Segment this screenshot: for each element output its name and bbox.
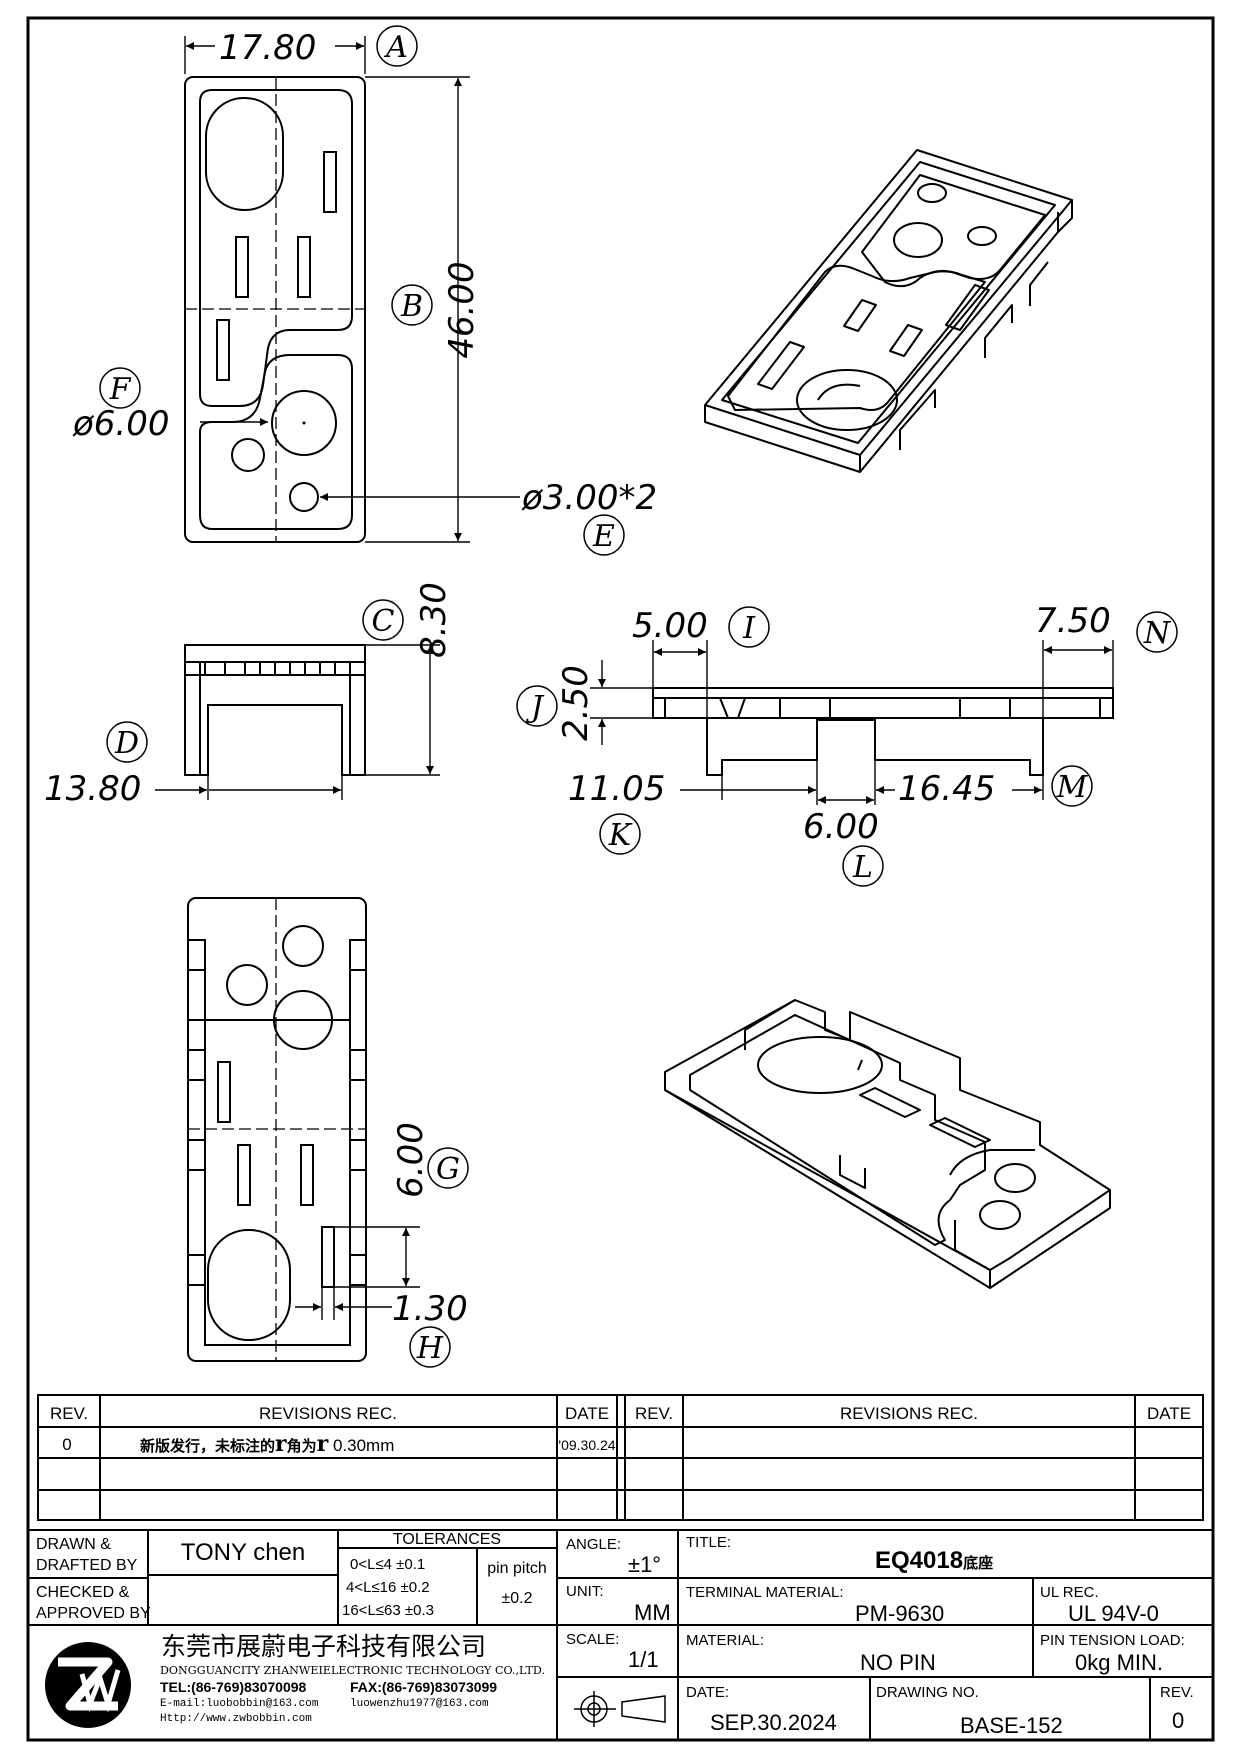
dim-g-text: 6.00 xyxy=(391,1122,431,1198)
top-view-dimensions xyxy=(184,36,520,543)
tol-row-2: 4<L≤16 ±0.2 xyxy=(346,1579,430,1596)
bottom-view xyxy=(187,897,367,1362)
date-label: DATE: xyxy=(686,1684,729,1701)
rev-header-left: REV. xyxy=(50,1404,88,1423)
balloons-top xyxy=(99,25,625,556)
sheet-border xyxy=(26,16,1215,1742)
rev-header-right: REV. xyxy=(635,1404,673,1423)
rec-header-left: REVISIONS REC. xyxy=(259,1404,397,1423)
company-email-2: luowenzhu1977@163.com xyxy=(350,1698,489,1710)
date-header-left: DATE xyxy=(565,1404,609,1423)
title-value: EQ4018底座 xyxy=(875,1547,993,1574)
revisions-table xyxy=(37,1394,1204,1521)
bottom-view-centerlines xyxy=(188,898,366,1361)
material-label: MATERIAL: xyxy=(686,1632,764,1649)
front-view xyxy=(184,644,366,776)
balloon-k: K xyxy=(608,818,633,853)
rev-row-0-date: '09.30.24 xyxy=(558,1437,615,1453)
drawing-no-label: DRAWING NO. xyxy=(876,1684,979,1701)
top-view-centerlines xyxy=(185,77,365,542)
top-view xyxy=(184,76,366,543)
pin-pitch-label: pin pitch xyxy=(487,1560,547,1577)
rec-header-right: REVISIONS REC. xyxy=(840,1404,978,1423)
angle-value: ±1° xyxy=(628,1552,661,1577)
scale-value: 1/1 xyxy=(628,1647,659,1672)
iso-view-top xyxy=(704,149,1073,473)
unit-label: UNIT: xyxy=(566,1583,604,1600)
dim-e-text: ø3.00*2 xyxy=(521,478,657,518)
dim-c-text: 8.30 xyxy=(414,582,454,658)
dim-a-text: 17.80 xyxy=(219,28,316,68)
balloon-h: H xyxy=(416,1331,444,1366)
company-tel: TEL:(86-769)83070098 xyxy=(160,1679,307,1695)
scale-label: SCALE: xyxy=(566,1631,619,1648)
unit-value: MM xyxy=(634,1600,671,1625)
date-value: SEP.30.2024 xyxy=(710,1710,837,1735)
pin-pitch-value: ±0.2 xyxy=(501,1590,532,1607)
dim-k-text: 11.05 xyxy=(568,769,665,809)
side-view-dimensions xyxy=(590,640,1114,805)
drawn-value: TONY chen xyxy=(181,1539,306,1566)
company-fax: FAX:(86-769)83073099 xyxy=(350,1679,497,1695)
dim-d-text: 13.80 xyxy=(44,769,141,809)
balloon-m: M xyxy=(1056,770,1089,805)
checked-label-1: CHECKED & xyxy=(36,1584,130,1601)
drawn-label-2: DRAFTED BY xyxy=(36,1557,138,1574)
balloon-e: E xyxy=(592,519,615,554)
rev-label: REV. xyxy=(1160,1684,1194,1701)
ul-value: UL 94V-0 xyxy=(1068,1601,1159,1626)
balloon-a: A xyxy=(383,30,408,65)
balloon-f: F xyxy=(109,372,132,407)
angle-label: ANGLE: xyxy=(566,1536,621,1553)
balloons-front xyxy=(106,599,404,763)
dim-b-text: 46.00 xyxy=(442,261,482,358)
balloon-c: C xyxy=(372,604,395,639)
dim-m-text: 16.45 xyxy=(898,769,995,809)
balloon-l: L xyxy=(852,850,873,885)
terminal-material-value: PM-9630 xyxy=(855,1601,944,1626)
company-logo-icon xyxy=(45,1642,131,1728)
pin-tension-label: PIN TENSION LOAD: xyxy=(1040,1632,1185,1649)
material-value: NO PIN xyxy=(860,1650,936,1675)
terminal-material-label: TERMINAL MATERIAL: xyxy=(686,1584,844,1601)
balloon-g: G xyxy=(436,1152,460,1187)
rev-row-0-rev: 0 xyxy=(62,1435,71,1454)
dim-f-text: ø6.00 xyxy=(72,404,170,444)
dim-l-text: 6.00 xyxy=(803,807,879,847)
date-header-right: DATE xyxy=(1147,1404,1191,1423)
balloons-bottom xyxy=(409,1147,469,1368)
tol-row-1: 0<L≤4 ±0.1 xyxy=(350,1556,425,1573)
projection-symbol-icon xyxy=(574,1691,666,1727)
dim-n-text: 7.50 xyxy=(1035,601,1111,641)
balloon-d: D xyxy=(114,726,139,761)
dim-h-text: 1.30 xyxy=(392,1289,468,1329)
checked-label-2: APPROVED BY xyxy=(36,1605,151,1622)
balloon-b: B xyxy=(400,289,423,324)
bottom-view-dimensions xyxy=(295,1226,420,1320)
title-label: TITLE: xyxy=(686,1534,731,1551)
company-name-cn: 东莞市展蔚电子科技有限公司 xyxy=(161,1632,486,1661)
company-web: Http://www.zwbobbin.com xyxy=(160,1713,312,1725)
drawing-no-value: BASE-152 xyxy=(960,1713,1063,1738)
balloons-side xyxy=(516,606,1178,887)
company-email: E-mail:luobobbin@163.com xyxy=(160,1698,319,1710)
dim-j-text: 2.50 xyxy=(556,665,596,741)
balloon-j: J xyxy=(525,690,545,725)
balloon-n: N xyxy=(1143,616,1172,651)
pin-tension-value: 0kg MIN. xyxy=(1075,1650,1163,1675)
tol-row-3: 16<L≤63 ±0.3 xyxy=(342,1602,434,1619)
ul-label: UL REC. xyxy=(1040,1584,1099,1601)
dim-i-text: 5.00 xyxy=(632,606,708,646)
rev-value: 0 xyxy=(1172,1708,1184,1733)
drawn-label-1: DRAWN & xyxy=(36,1536,111,1553)
title-block xyxy=(27,1529,1214,1741)
rev-row-0-rec: 新版发行，未标注的r角为r 0.30mm xyxy=(140,1431,394,1457)
balloon-i: I xyxy=(742,611,756,646)
front-view-dimensions xyxy=(155,644,440,800)
tolerances-label: TOLERANCES xyxy=(393,1531,501,1548)
company-name-en: DONGGUANCITY ZHANWEIELECTRONIC TECHNOLOG… xyxy=(160,1664,545,1677)
side-view xyxy=(652,687,1114,776)
iso-view-bottom xyxy=(664,999,1111,1289)
